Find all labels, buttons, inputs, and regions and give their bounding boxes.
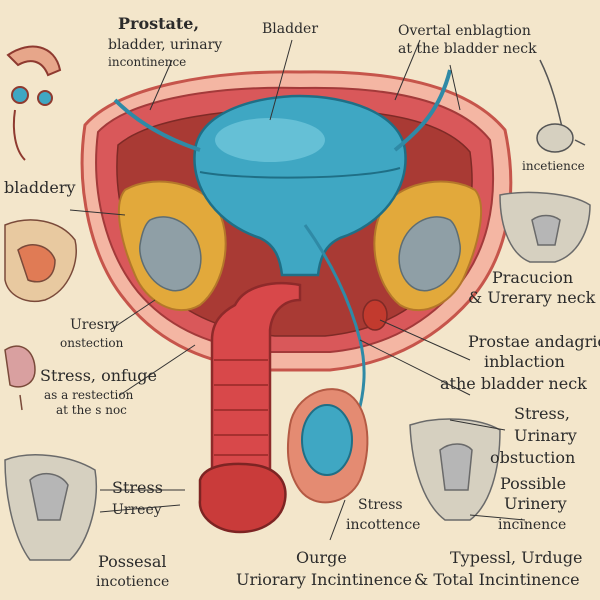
label-stress-left-bottom: Stress [112,478,163,497]
left-vignette-top [6,45,62,161]
bladder-rim [199,167,401,179]
label-incetience: incetience [522,159,585,173]
label-center-stress: Stress [358,497,403,513]
label-urinary-right: Urinary [514,426,577,445]
right-tissue-core [398,216,461,292]
label-incinence: incinence [498,517,567,533]
label-as-restection: as a restection [44,388,134,402]
label-overtal: Overtal enblagtion [398,23,531,39]
label-stress-right: Stress, [514,404,571,423]
bladder-highlight [215,118,325,162]
label-possesal: Possesal [98,552,167,571]
testis [301,404,353,476]
label-prostate: Prostate, [118,14,200,33]
left-vignette-bottom [4,454,97,561]
left-ureter [113,98,201,152]
right-vignette-bottom [409,418,501,521]
label-incontinence: incontinence [108,55,187,69]
label-total-incintinence: & Total Incintinence [414,570,580,589]
label-bladdery: bladdery [4,178,76,197]
label-onstection: onstection [60,336,124,350]
label-inblaction: inblaction [484,352,565,371]
label-incottence: incottence [346,517,421,533]
left-vignette-mid [4,219,77,302]
label-typessl-urduge: Typessl, Urduge [450,548,583,567]
right-vignette-top [536,59,586,153]
right-vignette-mid [499,191,591,263]
label-urerary-neck: & Urerary neck [468,288,596,307]
glans [198,462,287,534]
penis-rings [214,359,268,456]
right-ureter [393,69,452,152]
label-pracucion: Pracucion [492,268,574,287]
label-uriorary-incintinence: Uriorary Incintinence [236,570,412,589]
label-obstuction: obstuction [490,448,576,467]
label-possible: Possible [500,474,567,493]
left-tissue-core [139,216,202,292]
left-vignette-kidney [4,345,36,411]
label-stress-onfuge: Stress, onfuge [40,366,157,385]
prostate [362,299,388,331]
label-ourge: Ourge [296,548,347,567]
label-bladder-top: Bladder [262,21,319,37]
label-prostae: Prostae andagrio [468,332,600,351]
label-at-the-noc: at the s noc [56,403,127,417]
label-incotience: incotience [96,574,170,590]
label-uresry: Uresry [70,317,119,333]
leader-lines [69,39,526,541]
label-urreey: Urreey [112,502,162,518]
label-urinery: Urinery [504,494,567,513]
label-bladder-urinary: bladder, urinary [108,37,223,53]
label-at-bladder-neck-top: at the bladder neck [398,41,537,57]
label-athe-bladder-neck: athe bladder neck [440,374,587,393]
